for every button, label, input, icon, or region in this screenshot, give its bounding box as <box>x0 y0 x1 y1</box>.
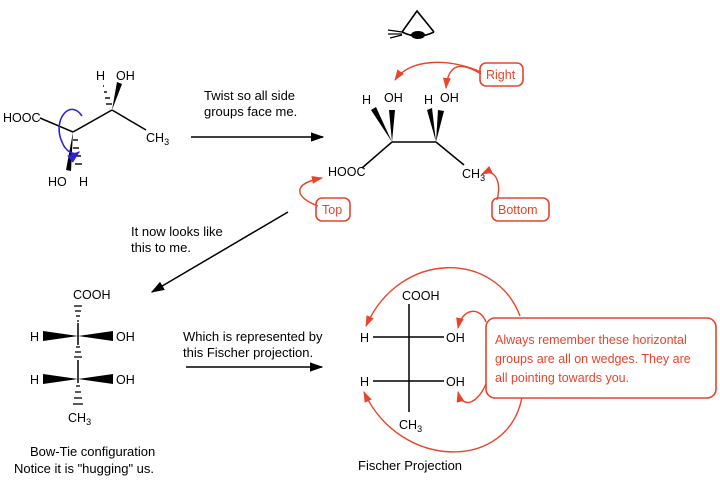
oh-label: OH <box>116 330 135 344</box>
cooh-label: HOOC <box>328 165 366 179</box>
h-label: H <box>30 330 39 344</box>
hashed-bond <box>73 305 83 405</box>
wedge-bond <box>389 110 395 142</box>
wedge-bond <box>371 107 392 142</box>
svg-text:Bottom: Bottom <box>498 203 538 217</box>
step2-arrow <box>150 211 289 293</box>
note-line1: Always remember these horizontal <box>495 333 687 347</box>
ch3-label: CH3 <box>399 418 422 434</box>
wedge-bond <box>43 331 78 341</box>
callout-top: Top <box>299 176 351 222</box>
note-line2: groups are all on wedges. They are <box>495 352 691 366</box>
bowtie-caption-line2: Notice it is "hugging" us. <box>14 461 154 476</box>
svg-text:Top: Top <box>322 203 342 217</box>
h-label: H <box>30 373 39 387</box>
oh-label: OH <box>440 91 459 105</box>
wedge-bond <box>112 82 122 110</box>
h-label: H <box>424 93 433 107</box>
step3-text-line1: Which is represented by <box>183 329 323 344</box>
cooh-label: COOH <box>402 289 440 303</box>
oh-label: OH <box>116 373 135 387</box>
wedge-bond <box>427 108 436 142</box>
callout-bottom: Bottom <box>480 165 550 222</box>
fischer-projection: COOH H OH H OH CH3 <box>360 289 465 434</box>
hashed-bond <box>103 85 112 105</box>
fischer-caption: Fischer Projection <box>358 458 462 473</box>
step2-text-line1: It now looks like <box>131 224 223 239</box>
step1-text-line1: Twist so all side <box>204 88 295 103</box>
oh-label: OH <box>116 69 135 83</box>
step2-text-line2: this to me. <box>131 240 191 255</box>
sawhorse-molecule-2: HOOC H OH H OH CH3 <box>328 91 485 183</box>
oh-label: OH <box>384 91 403 105</box>
oh-label: OH <box>446 331 465 345</box>
wedge-bond <box>78 374 113 384</box>
h-label: H <box>360 331 369 345</box>
h-label: H <box>96 69 105 83</box>
h-label: H <box>362 93 371 107</box>
svg-text:Right: Right <box>486 68 516 82</box>
step3-text-line2: this Fischer projection. <box>183 345 313 360</box>
bowtie-structure: COOH H OH H OH CH3 <box>30 288 135 427</box>
wedge-note-callout: Always remember these horizontal groups … <box>363 267 717 453</box>
h-label: H <box>79 175 88 189</box>
ch3-label: CH3 <box>146 131 169 147</box>
ch3-label: CH3 <box>462 167 485 183</box>
note-line3: all pointing towards you. <box>495 371 629 385</box>
ch3-label: CH3 <box>68 411 91 427</box>
wedge-bond <box>43 374 78 384</box>
cooh-label: COOH <box>73 288 111 302</box>
cooh-label: HOOC <box>3 111 41 125</box>
hashed-bond <box>73 139 82 165</box>
h-label: H <box>360 375 369 389</box>
sawhorse-molecule-1: HOOC H OH CH3 HO H <box>3 69 169 189</box>
oh-label: OH <box>446 375 465 389</box>
eye-icon <box>387 9 435 39</box>
wedge-bond <box>78 331 113 341</box>
rotation-arrow <box>58 108 83 163</box>
bowtie-caption-line1: Bow-Tie configuration <box>30 444 155 459</box>
ho-label: HO <box>48 175 67 189</box>
step1-text-line2: groups face me. <box>204 104 297 119</box>
callout-right: Right <box>394 61 524 90</box>
wedge-bond <box>436 110 444 142</box>
